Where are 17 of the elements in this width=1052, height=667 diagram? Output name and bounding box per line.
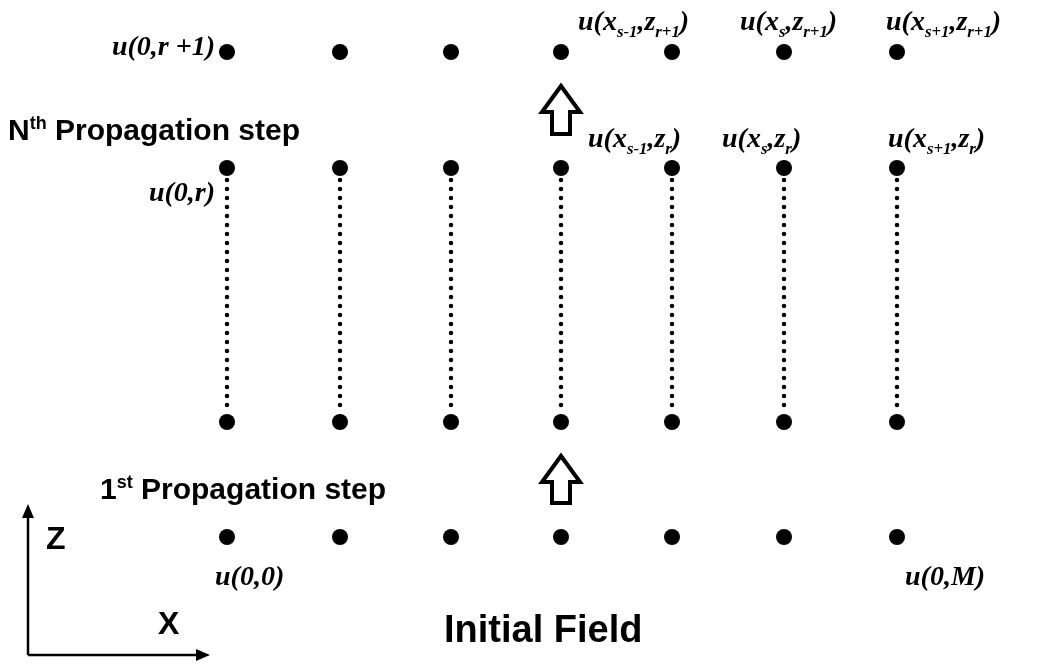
step-label: N$^{th}$ Propagation step [8, 112, 301, 147]
block-arrow [538, 452, 584, 505]
point-label: u(0,r) [148, 176, 215, 208]
point-label: u(x$_{s}$,z$_{r}$) [722, 122, 802, 160]
axis-label: Z [46, 520, 66, 556]
point-label: u(0,r +1) [111, 30, 215, 62]
step-label: 1$^{st}$ Propagation step [100, 471, 387, 506]
point-label: u(x$_{s+1}$,z$_{r+1}$) [886, 5, 1002, 43]
point-label: u(x$_{s-1}$,z$_{r+1}$) [578, 5, 690, 43]
point-label: u(0,0) [215, 560, 285, 592]
axis-label: X [158, 605, 180, 641]
point-label: u(0,M) [905, 560, 986, 592]
point-label: u(x$_{s-1}$,z$_{r}$) [588, 122, 682, 160]
point-label: u(x$_{s}$,z$_{r+1}$) [740, 5, 838, 43]
point-label: u(x$_{s+1}$,z$_{r}$) [888, 122, 986, 160]
field-label: Initial Field [444, 608, 643, 650]
block-arrow [538, 82, 584, 136]
